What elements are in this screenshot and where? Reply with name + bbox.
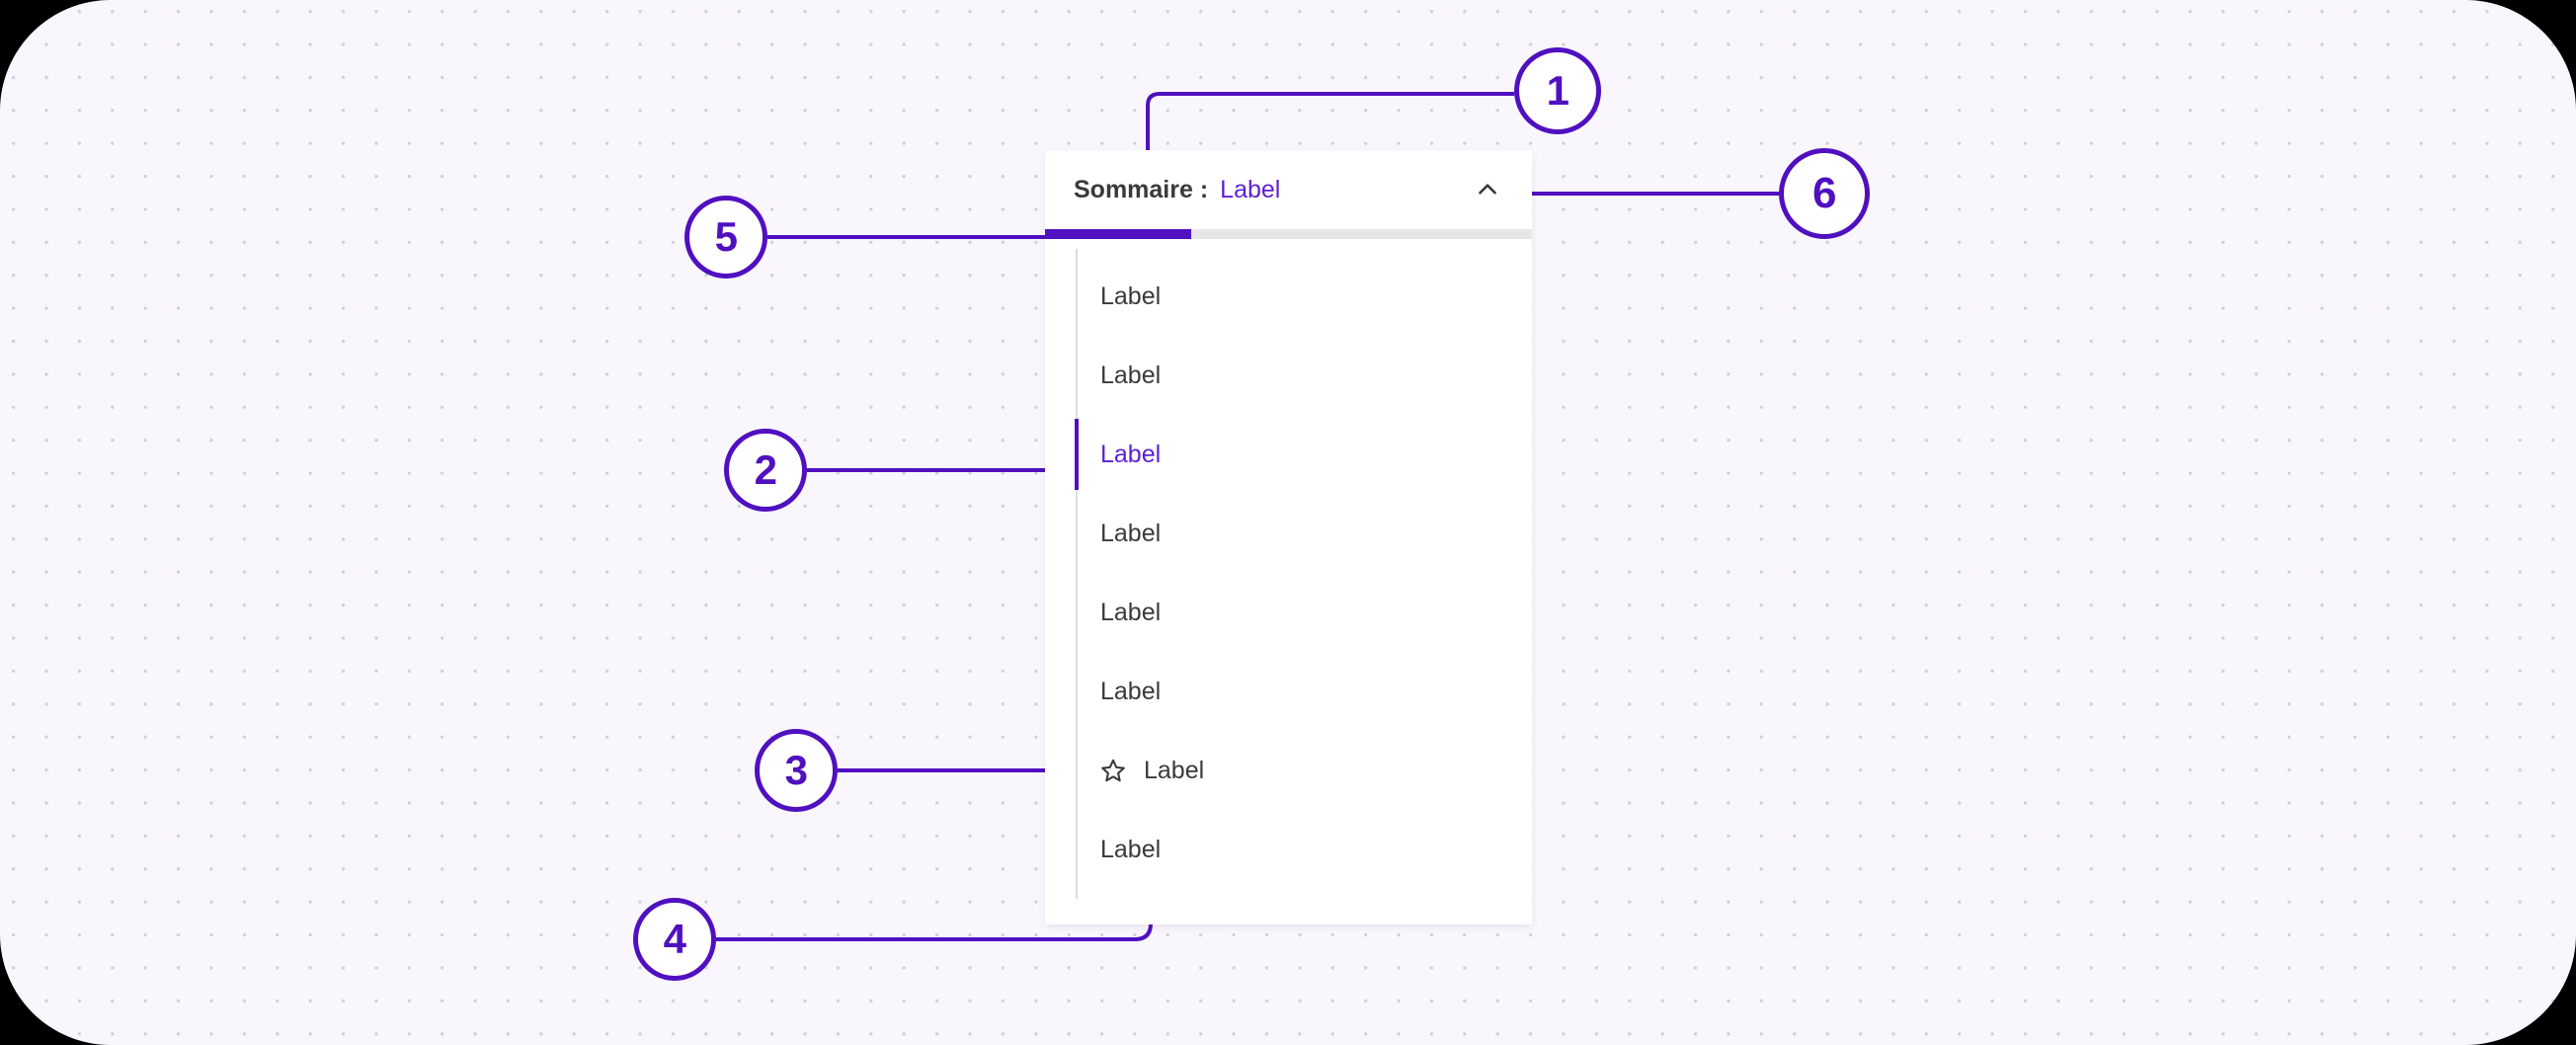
list-item-label: Label [1100,361,1162,389]
list-item[interactable]: Label [1045,810,1532,889]
list-item[interactable]: Label [1045,573,1532,652]
panel-title-value: Label [1220,175,1281,203]
annotation-badge-label: 1 [1546,67,1570,114]
panel-header: Sommaire : Label [1045,150,1532,229]
progress-bar-fill [1045,229,1191,239]
annotation-badge-5[interactable]: 5 [684,196,767,279]
list-item[interactable]: Label [1045,257,1532,336]
star-outline-icon [1100,758,1126,783]
page-title: Sommaire : [1074,175,1209,203]
chevron-up-icon[interactable] [1471,173,1504,206]
annotation-badge-2[interactable]: 2 [724,429,807,512]
list-item[interactable]: Label [1045,652,1532,731]
annotation-badge-3[interactable]: 3 [755,729,838,812]
list-item-label: Label [1100,835,1162,863]
annotation-badge-6[interactable]: 6 [1779,148,1870,239]
list-item-label: Label [1144,756,1205,784]
list-item-label: Label [1100,440,1162,468]
annotation-badge-4[interactable]: 4 [633,898,716,981]
annotation-badge-label: 5 [714,213,738,260]
list-rail-active-segment [1075,419,1079,490]
list-rail [1076,249,1078,899]
annotation-badge-label: 3 [784,747,808,793]
list-item[interactable]: Label [1045,494,1532,573]
leader-line-1 [1146,92,1514,150]
progress-bar-track [1045,229,1532,239]
annotation-badge-label: 2 [754,446,777,493]
annotation-badge-label: 6 [1812,169,1836,217]
list-item-starred[interactable]: Label [1045,731,1532,810]
list-item-label: Label [1100,519,1162,547]
annotation-badge-1[interactable]: 1 [1514,47,1601,134]
sommaire-panel: Sommaire : Label Label Label Label [1045,150,1532,924]
summary-item-list: Label Label Label Label Label Label [1045,239,1532,924]
annotation-badge-label: 4 [663,916,686,962]
list-item-active[interactable]: Label [1045,415,1532,494]
list-item-label: Label [1100,677,1162,705]
list-item-label: Label [1100,281,1162,310]
list-item-label: Label [1100,598,1162,626]
list-item[interactable]: Label [1045,336,1532,415]
